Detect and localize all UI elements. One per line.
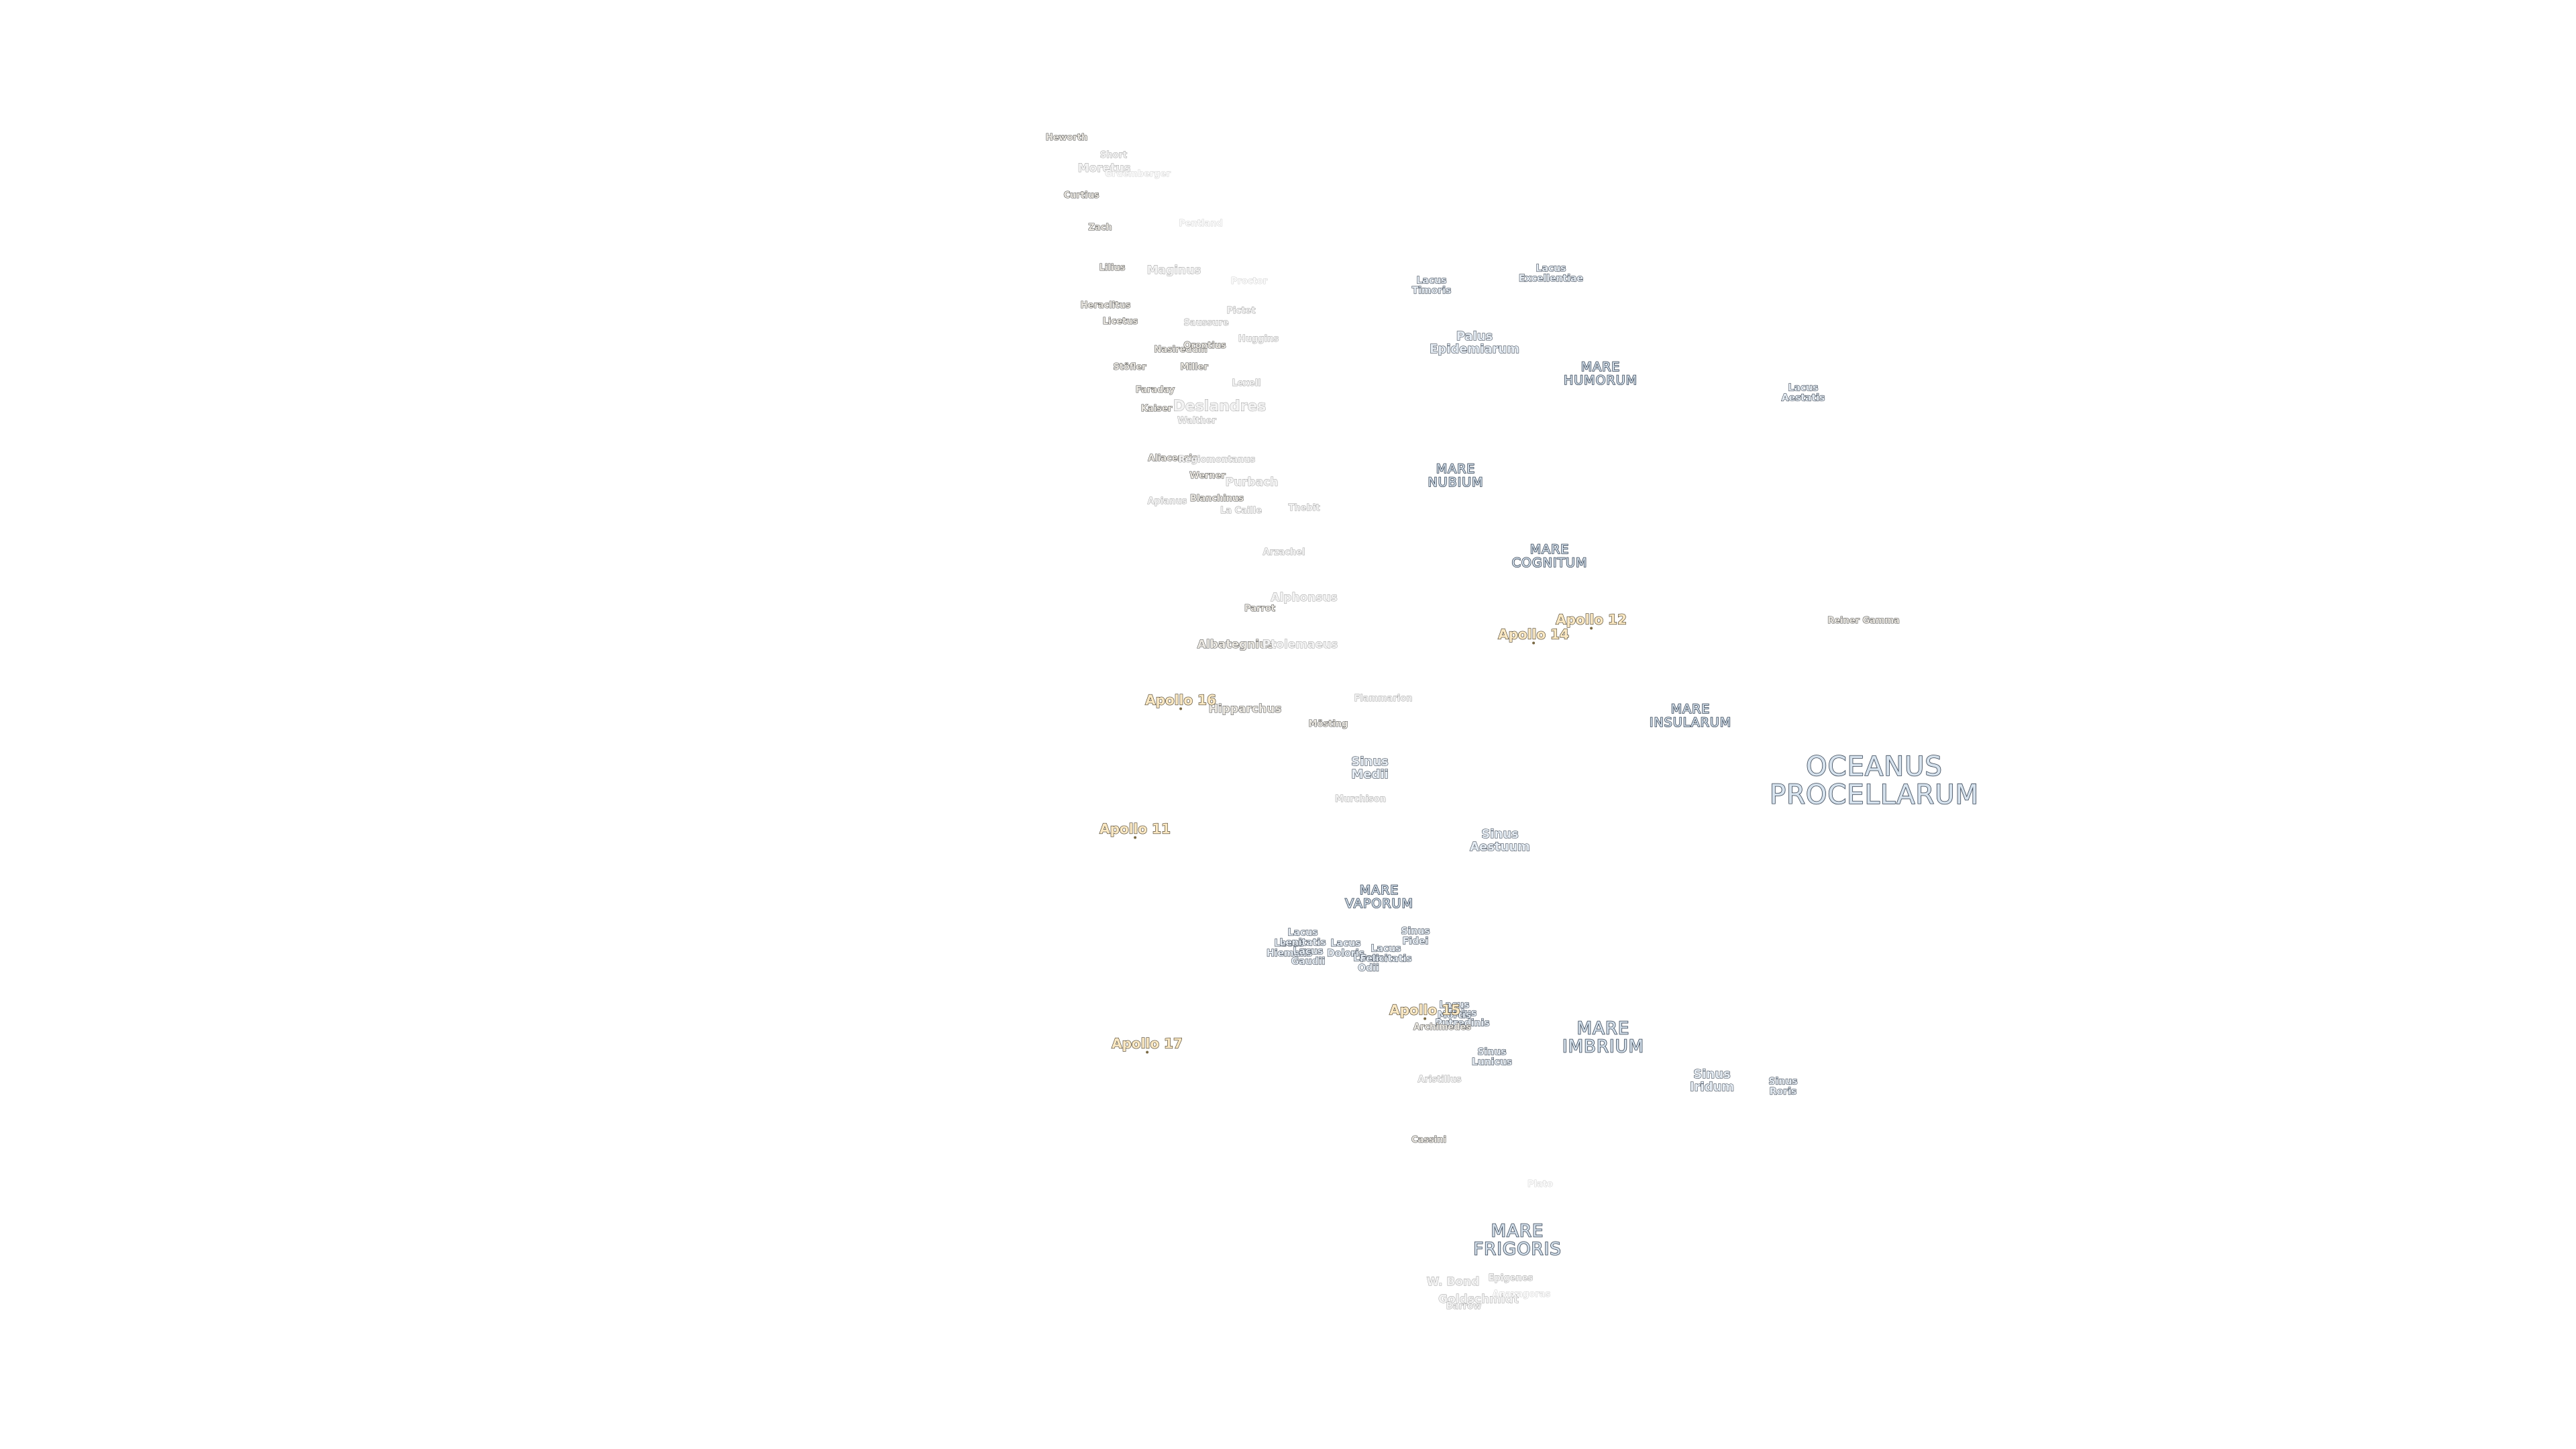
crater-label: Regiomontanus	[1178, 455, 1256, 466]
feature-label-sinus-iridum: Sinus Iridum	[1689, 1067, 1735, 1094]
feature-label-lacus-mortis: Lacus Mortis	[1437, 1000, 1472, 1020]
apollo-site-label-apollo-12: Apollo 12	[1555, 611, 1627, 630]
feature-label-sinus-lunicus: Sinus Lunicus	[1471, 1046, 1513, 1067]
feature-label-lacus-excellentiae: Lacus Excellentiae	[1518, 263, 1583, 284]
crater-label: Mösting	[1308, 719, 1348, 730]
feature-label-palus-putredinis: Palus Putredinis	[1435, 1008, 1490, 1028]
mare-label-mare-humorum: MARE HUMORUM	[1563, 360, 1638, 388]
crater-label: Curtius	[1063, 191, 1099, 201]
crater-label: Lilius	[1099, 263, 1126, 274]
crater-label: Reiner Gamma	[1827, 616, 1900, 627]
crater-label: Albategnius	[1197, 638, 1275, 652]
feature-label-sinus-fidei: Sinus Fidei	[1401, 926, 1430, 947]
crater-label: Short	[1099, 150, 1128, 161]
crater-label: Faraday	[1135, 385, 1175, 396]
apollo-site-label-apollo-15: Apollo 15	[1389, 1002, 1461, 1020]
crater-label: Saussure	[1183, 318, 1229, 329]
crater-label: Kaiser	[1140, 404, 1173, 415]
feature-label-palus-epidemiarum: Palus Epidemiarum	[1429, 329, 1519, 356]
mare-label-oceanus-procellarum: OCEANUS PROCELLARUM	[1769, 751, 1980, 810]
apollo-site-label-apollo-14: Apollo 14	[1497, 626, 1570, 645]
crater-label: Pictet	[1226, 306, 1256, 317]
crater-label: Lexell	[1232, 378, 1261, 389]
crater-label: Aliacensis	[1148, 453, 1198, 464]
crater-label: Maginus	[1146, 264, 1201, 278]
feature-label-sinus-roris: Sinus Roris	[1768, 1076, 1798, 1097]
crater-label: Nasireddin	[1154, 345, 1208, 356]
mare-label-mare-nubium: MARE NUBIUM	[1428, 462, 1484, 490]
crater-label: Archimedes	[1413, 1022, 1472, 1033]
crater-label: Murchison	[1335, 794, 1387, 805]
crater-label: W. Bond	[1426, 1275, 1480, 1289]
apollo-site-label-apollo-17: Apollo 17	[1111, 1035, 1183, 1054]
crater-label: Proctor	[1230, 276, 1268, 287]
crater-label: Licetus	[1102, 317, 1138, 327]
crater-label: Gruemberger	[1105, 169, 1171, 180]
crater-label: Blanchinus	[1189, 494, 1244, 504]
crater-label: Epigenes	[1488, 1273, 1534, 1284]
crater-label: Alphonsus	[1271, 591, 1338, 605]
crater-label: Barrow	[1446, 1301, 1482, 1312]
crater-label: Miller	[1180, 362, 1209, 373]
crater-label: Deslandres	[1173, 398, 1267, 415]
crater-label: Werner	[1189, 471, 1226, 482]
apollo-site-label-apollo-16: Apollo 16	[1144, 692, 1217, 710]
crater-label: La Caille	[1220, 506, 1263, 517]
crater-label: Moretus	[1077, 162, 1131, 176]
crater-label: Cassini	[1411, 1135, 1446, 1146]
crater-label: Thebit	[1288, 503, 1320, 514]
crater-label: Apianus	[1147, 496, 1187, 507]
crater-label: Anaxagoras	[1492, 1289, 1551, 1300]
mare-label-mare-vaporum: MARE VAPORUM	[1344, 883, 1413, 911]
crater-label: Pentland	[1179, 219, 1223, 229]
mare-label-mare-imbrium: MARE IMBRIUM	[1562, 1018, 1645, 1057]
mare-label-mare-frigoris: MARE FRIGORIS	[1472, 1221, 1562, 1260]
feature-label-sinus-aestuum: Sinus Aestuum	[1469, 827, 1530, 854]
crater-label: Zach	[1088, 223, 1112, 233]
feature-label-lacus-gaudii: Lacus Gaudii	[1291, 946, 1326, 967]
crater-label: Purbach	[1225, 476, 1279, 490]
feature-label-lacus-timoris: Lacus Timoris	[1411, 275, 1452, 296]
crater-label: Flammarion	[1354, 694, 1413, 704]
mare-label-mare-cognitum: MARE COGNITUM	[1511, 542, 1588, 570]
crater-label: Aristillus	[1417, 1075, 1462, 1085]
crater-label: Heworth	[1045, 133, 1088, 144]
crater-label: Orontius	[1183, 341, 1226, 352]
crater-label: Plato	[1527, 1179, 1554, 1190]
feature-label-lacus-aestatis: Lacus Aestatis	[1781, 382, 1825, 403]
crater-label: Hipparchus	[1208, 702, 1282, 716]
mare-label-mare-insularum: MARE INSULARUM	[1649, 702, 1732, 730]
feature-label-lacus-hiemalis: Lacus Hiemalis	[1266, 938, 1312, 959]
feature-label-lacus-odii: Lacus Odii	[1353, 953, 1384, 973]
crater-label: Ptolemaeus	[1262, 638, 1338, 652]
crater-label: Stöfler	[1113, 362, 1146, 373]
crater-label: Heraclitus	[1080, 301, 1131, 311]
crater-label: Huggins	[1238, 334, 1279, 345]
crater-label: Parrot	[1244, 604, 1275, 614]
crater-label: Arzachel	[1263, 547, 1305, 558]
feature-label-lacus-lenitatis: Lacus Lenitatis	[1279, 927, 1326, 948]
feature-label-lacus-felicitatis: Lacus Felicitatis	[1360, 943, 1412, 964]
crater-label: Walther	[1177, 416, 1217, 427]
apollo-site-label-apollo-11: Apollo 11	[1099, 820, 1171, 839]
feature-label-sinus-medii: Sinus Medii	[1351, 755, 1389, 782]
crater-label: Goldschmidt	[1438, 1293, 1519, 1307]
feature-label-lacus-doloris: Lacus Doloris	[1327, 938, 1365, 959]
